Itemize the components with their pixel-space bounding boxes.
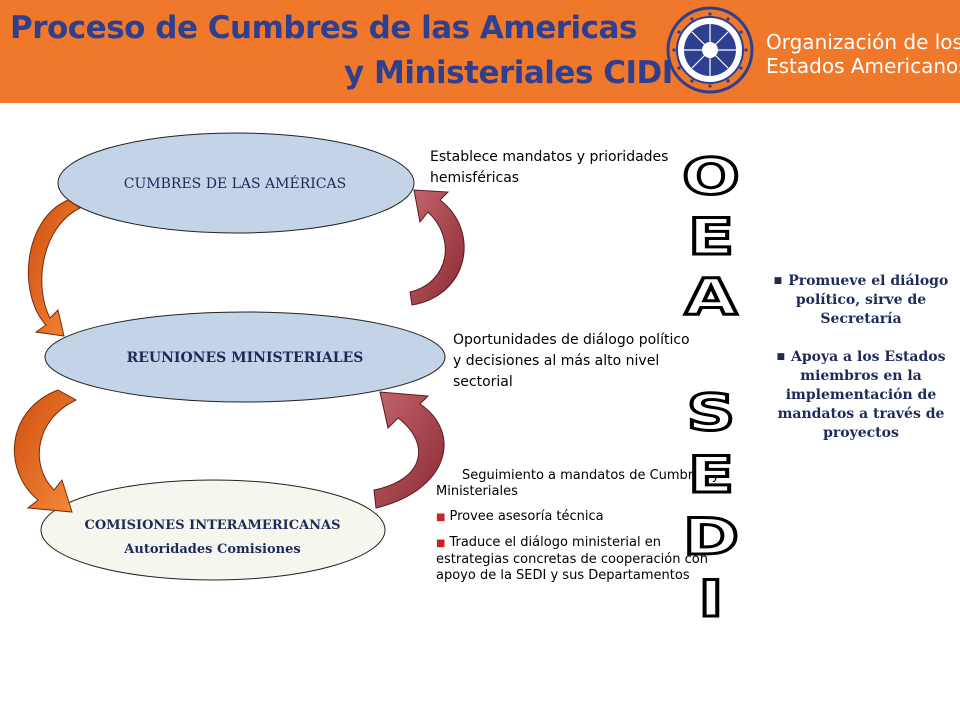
note-oportunidades: Oportunidades de diálogo político y deci…: [453, 332, 690, 390]
letter-o: O: [680, 148, 741, 206]
label-autoridades: Autoridades Comisiones: [124, 542, 301, 557]
letter-i: I: [696, 570, 725, 628]
label-reuniones: REUNIONES MINISTERIALES: [126, 350, 364, 366]
note-establece: Establece mandatos y prioridades hemisfé…: [430, 149, 669, 186]
letter-s: S: [685, 384, 738, 442]
letter-e-1: E: [686, 208, 736, 266]
oas-seal-icon: [666, 6, 754, 94]
organization-name: Organización de los Estados Americanos: [766, 30, 960, 78]
header-bar: Proceso de Cumbres de las Americas y Min…: [0, 0, 960, 103]
ellipse-comisiones: [40, 479, 386, 581]
arrow-comisiones-to-reuniones: [373, 391, 445, 509]
letter-a: A: [683, 268, 739, 326]
square-bullet-icon: ■: [773, 276, 783, 286]
title-line-1: Proceso de Cumbres de las Americas: [10, 10, 637, 46]
right-item-1: ■ Promueve el diálogo político, sirve de …: [764, 272, 958, 329]
square-bullet-icon: ■: [776, 352, 785, 362]
label-comisiones: COMISIONES INTERAMERICANAS: [84, 518, 341, 533]
note-provee: Provee asesoría técnica: [449, 509, 604, 524]
right-panel: ■ Promueve el diálogo político, sirve de …: [764, 272, 958, 462]
letter-d: D: [681, 508, 741, 566]
note-seguimiento: Seguimiento a mandatos de Cumbres y Mini…: [436, 468, 720, 499]
title-line-2: y Ministeriales CIDI: [344, 55, 673, 91]
ellipse-cumbres: [57, 132, 415, 234]
bullet-traduce: ■Traduce el diálogo ministerial en estra…: [436, 535, 721, 584]
organization-name-line-2: Estados Americanos: [766, 54, 960, 78]
bullet-icon: ■: [436, 538, 446, 549]
note-traduce: Traduce el diálogo ministerial en estrat…: [436, 535, 708, 583]
arrow-cumbres-to-reuniones: [27, 199, 81, 337]
arrow-reuniones-to-cumbres: [409, 189, 465, 306]
arrow-reuniones-to-comisiones: [14, 389, 78, 513]
organization-name-line-1: Organización de los: [766, 30, 960, 54]
right-item-2-text: Apoya a los Estados miembros en la imple…: [777, 349, 946, 441]
label-cumbres: CUMBRES DE LAS AMÉRICAS: [123, 176, 347, 192]
ellipse-reuniones: [44, 311, 446, 403]
right-item-1-text: Promueve el diálogo político, sirve de S…: [788, 273, 949, 327]
seguimiento-block: Seguimiento a mandatos de Cumbres y Mini…: [436, 468, 721, 593]
letter-e-2: E: [686, 446, 736, 504]
bullet-provee: ■Provee asesoría técnica: [436, 509, 721, 526]
bullet-icon: ■: [436, 512, 446, 523]
right-item-2: ■Apoya a los Estados miembros en la impl…: [764, 348, 958, 443]
